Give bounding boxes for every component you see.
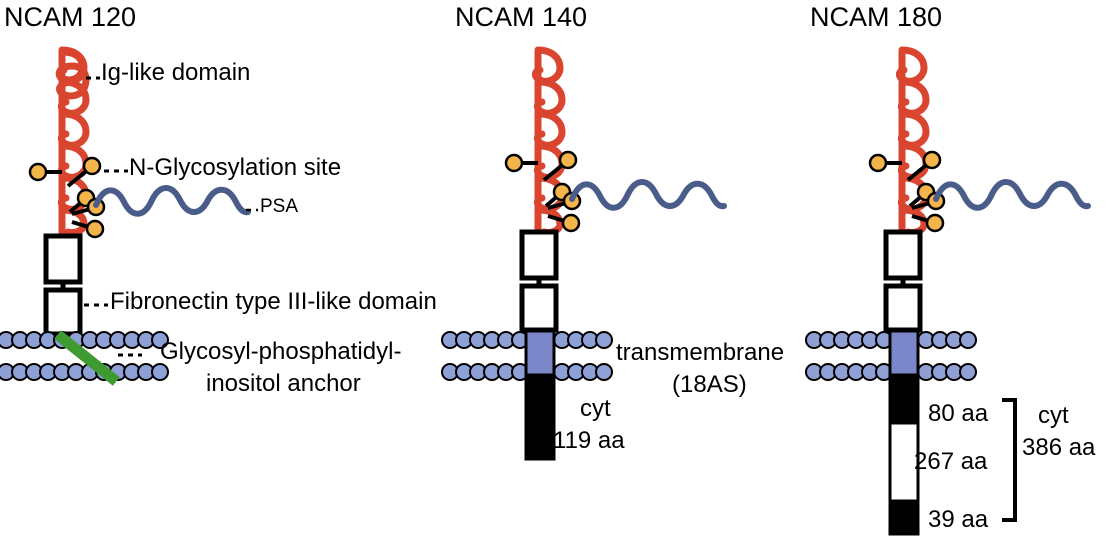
label-cyt-140-line1: cyt [580,395,611,422]
leader-lines-120 [84,76,258,357]
label-cyt-180-total-line1: cyt [1038,402,1069,429]
panel-title-ncam120: NCAM 120 [4,2,137,32]
fibronectin-domains-140 [519,229,559,340]
label-gpi-anchor-line2: inositol anchor [206,370,361,397]
label-cyt-180-segment-267aa: 267 aa [914,448,988,475]
transmembrane-domain-140 [524,329,556,379]
transmembrane-domain-180 [888,329,920,379]
cyt-segment-267aa [888,421,920,503]
cytoplasmic-domain-140 [524,373,556,461]
ig-like-domain-coil-140 [531,46,566,240]
label-cyt-180-segment-39aa: 39 aa [928,506,989,533]
label-cyt-180-total-line2: 386 aa [1022,434,1096,461]
panel-title-ncam180: NCAM 180 [810,2,943,32]
label-cyt-140-line2: 119 aa [553,427,625,454]
fibronectin-domains-120 [43,233,83,342]
label-transmembrane-line2: (18AS) [672,371,747,398]
psa-chain-120 [93,185,251,217]
panel-ncam180 [805,46,1091,536]
label-cyt-180-segment-80aa: 80 aa [928,400,989,427]
label-ig-like-domain: Ig-like domain [101,59,251,86]
gpi-anchor-120 [54,330,120,386]
psa-chain-180 [933,179,1091,211]
label-gpi-anchor-line1: Glycosyl-phosphatidyl- [160,338,402,365]
membrane-bilayer-140 [441,331,613,381]
label-fibronectin-domain: Fibronectin type III-like domain [110,288,437,315]
panel-ncam120 [0,46,258,386]
panel-ncam140 [441,46,727,461]
fibronectin-domains-180 [883,229,923,340]
label-psa: PSA [260,196,299,217]
label-n-glycosylation-site: N-Glycosylation site [129,154,342,181]
n-glycosylation-sites-180 [868,150,946,233]
panel-title-ncam140: NCAM 140 [455,2,588,32]
cyt-segment-39aa [888,499,920,536]
psa-chain-140 [569,179,727,211]
cytoplasmic-domain-180 [888,373,920,536]
cyt-total-bracket-180 [1002,398,1017,522]
label-transmembrane-line1: transmembrane [616,339,785,366]
cyt-segment-80aa [888,373,920,425]
